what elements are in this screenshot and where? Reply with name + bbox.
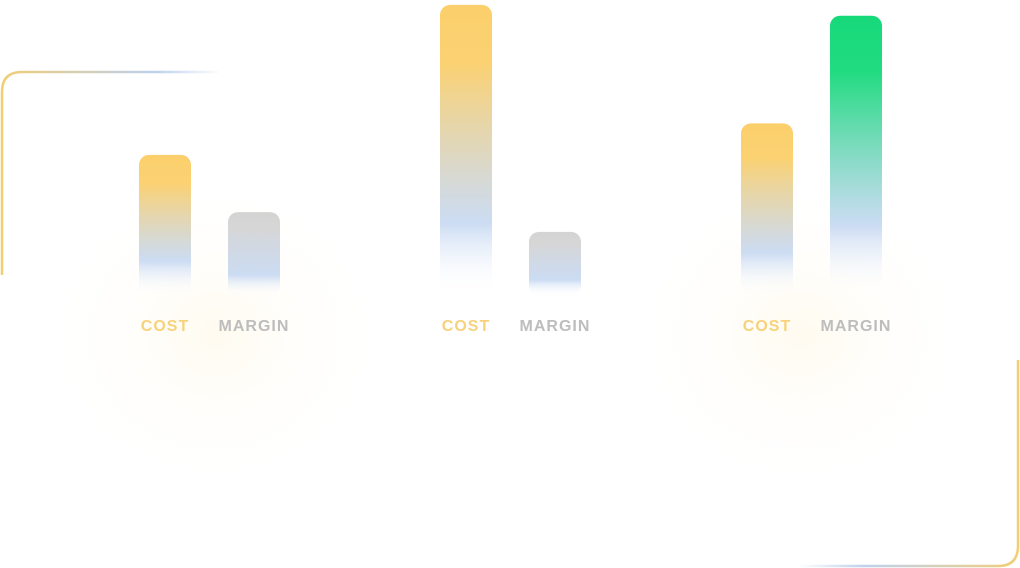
bar-chart3-cost	[741, 123, 793, 296]
tick-label-chart1-margin: MARGIN	[219, 318, 290, 335]
bar-chart2-cost	[440, 4, 492, 297]
tick-label-chart2-cost: COST	[442, 318, 490, 335]
bars-layer	[139, 4, 882, 297]
tick-label-chart3-margin: MARGIN	[821, 318, 892, 335]
tick-label-chart2-margin: MARGIN	[520, 318, 591, 335]
bar-chart2-margin	[529, 231, 581, 296]
glow-right	[625, 175, 975, 495]
tick-label-chart3-cost: COST	[743, 318, 791, 335]
labels-layer: COST MARGIN COST MARGIN COST MARGIN	[141, 318, 892, 335]
glow-left	[40, 175, 390, 495]
bar-chart1-margin	[228, 212, 280, 296]
bar-chart1-cost	[139, 154, 191, 296]
frame-top-left-corner	[0, 70, 222, 275]
bar-chart3-margin	[830, 15, 882, 296]
tick-label-chart1-cost: COST	[141, 318, 189, 335]
frame-bottom-right-corner	[798, 360, 1020, 568]
